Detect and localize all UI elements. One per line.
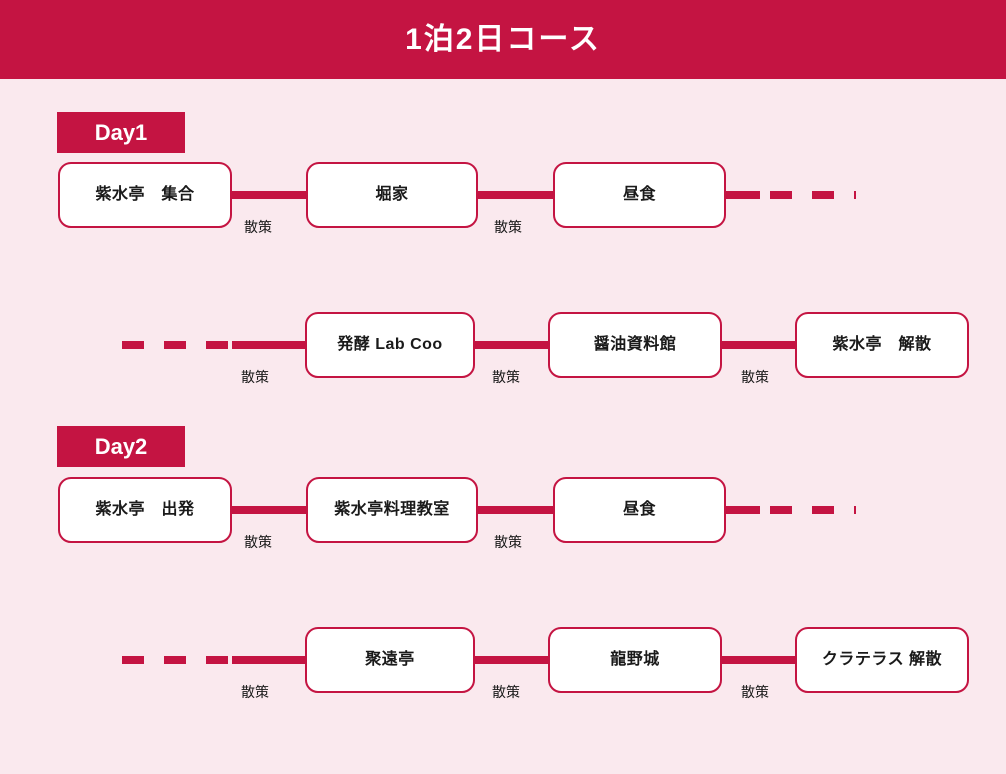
node-label: 昼食 xyxy=(622,501,656,518)
connector-day1-r1-tail-solid xyxy=(722,191,760,199)
connector-day1-r2-head-solid xyxy=(232,341,310,349)
connector-label-day2-r2-2: 散策 xyxy=(492,684,520,700)
node-label: 昼食 xyxy=(622,186,656,203)
connector-day1-r2-head-dashes xyxy=(122,341,228,349)
connector-label-day1-r2-3: 散策 xyxy=(741,369,769,385)
connector-day1-r2-seg3 xyxy=(718,341,798,349)
connector-day2-r1-tail-solid xyxy=(722,506,760,514)
node-day2-r1-2[interactable]: 紫水亭料理教室 xyxy=(306,477,478,543)
connector-label-day1-r2-1: 散策 xyxy=(241,369,269,385)
page-header: 1泊2日コース xyxy=(0,0,1006,79)
day-badge-label: Day1 xyxy=(94,119,148,145)
connector-day2-r1-seg2 xyxy=(473,506,558,514)
node-label: 堀家 xyxy=(375,186,409,203)
day-badge-label: Day2 xyxy=(94,433,148,459)
connector-day2-r1-seg1 xyxy=(230,506,310,514)
connector-label-day2-r1-2: 散策 xyxy=(494,534,522,550)
connector-day1-r1-seg2 xyxy=(473,191,558,199)
node-day2-r2-3[interactable]: クラテラス 解散 xyxy=(795,627,969,693)
connector-day1-r2-seg2 xyxy=(470,341,552,349)
node-day2-r2-1[interactable]: 聚遠亭 xyxy=(305,627,475,693)
node-day2-r2-2[interactable]: 龍野城 xyxy=(548,627,722,693)
node-label: 紫水亭料理教室 xyxy=(334,501,450,518)
connector-label-day1-r1-1: 散策 xyxy=(244,219,272,235)
connector-day2-r2-seg2 xyxy=(470,656,552,664)
connector-label-day2-r2-3: 散策 xyxy=(741,684,769,700)
node-label: 醤油資料館 xyxy=(593,336,677,353)
connector-day2-r2-head-solid xyxy=(232,656,310,664)
connector-label-day1-r2-2: 散策 xyxy=(492,369,520,385)
node-label: 聚遠亭 xyxy=(365,651,415,668)
node-day1-r2-3[interactable]: 紫水亭 解散 xyxy=(795,312,969,378)
connector-day2-r2-head-dashes xyxy=(122,656,228,664)
node-day1-r1-1[interactable]: 紫水亭 集合 xyxy=(58,162,232,228)
connector-day1-r1-seg1 xyxy=(230,191,310,199)
connector-label-day1-r1-2: 散策 xyxy=(494,219,522,235)
connector-day2-r1-tail-dashes xyxy=(770,506,856,514)
connector-day1-r1-tail-dashes xyxy=(770,191,856,199)
node-day1-r2-1[interactable]: 発酵 Lab Coo xyxy=(305,312,475,378)
node-label: 紫水亭 集合 xyxy=(95,186,195,203)
node-label: 紫水亭 出発 xyxy=(95,501,195,518)
node-day1-r2-2[interactable]: 醤油資料館 xyxy=(548,312,722,378)
day-badge-day2: Day2 xyxy=(57,426,185,467)
node-day1-r1-2[interactable]: 堀家 xyxy=(306,162,478,228)
node-label: 紫水亭 解散 xyxy=(832,336,932,353)
page-title: 1泊2日コース xyxy=(405,22,601,56)
itinerary-flow-diagram: Day1 散策 散策 紫水亭 集合 堀家 昼食 散策 散策 散策 発酵 Lab … xyxy=(0,79,1006,774)
day-badge-day1: Day1 xyxy=(57,112,185,153)
node-label: 発酵 Lab Coo xyxy=(337,336,443,353)
node-label: クラテラス 解散 xyxy=(821,651,943,668)
connector-label-day2-r1-1: 散策 xyxy=(244,534,272,550)
node-day2-r1-3[interactable]: 昼食 xyxy=(553,477,726,543)
node-label: 龍野城 xyxy=(610,651,660,668)
connector-label-day2-r2-1: 散策 xyxy=(241,684,269,700)
node-day1-r1-3[interactable]: 昼食 xyxy=(553,162,726,228)
node-day2-r1-1[interactable]: 紫水亭 出発 xyxy=(58,477,232,543)
connector-day2-r2-seg3 xyxy=(718,656,798,664)
